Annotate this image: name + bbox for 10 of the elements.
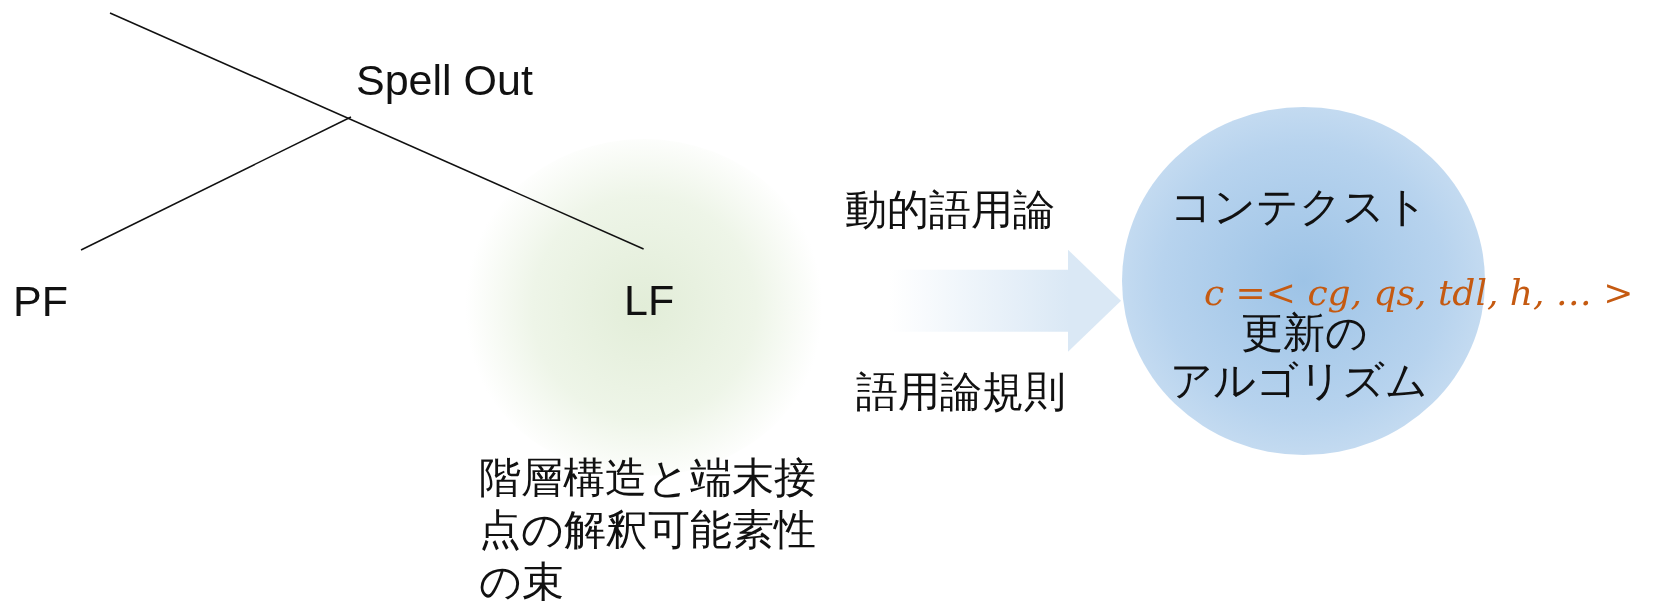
node-text: コンテクスト [1170,184,1428,231]
node-caption: 階層構造と端末接点の解釈可能素性の束 [479,453,817,607]
branch-label: Spell Out [356,57,533,105]
node-text: PF [13,278,68,326]
tree-branch-line [109,12,645,250]
node-text: アルゴリズム [1170,358,1428,405]
node-text: LF [624,277,675,325]
arrow-label: 語用論規則 [856,369,1066,416]
tree-branch-line [80,116,352,251]
arrow-label: 動的語用論 [845,187,1055,234]
